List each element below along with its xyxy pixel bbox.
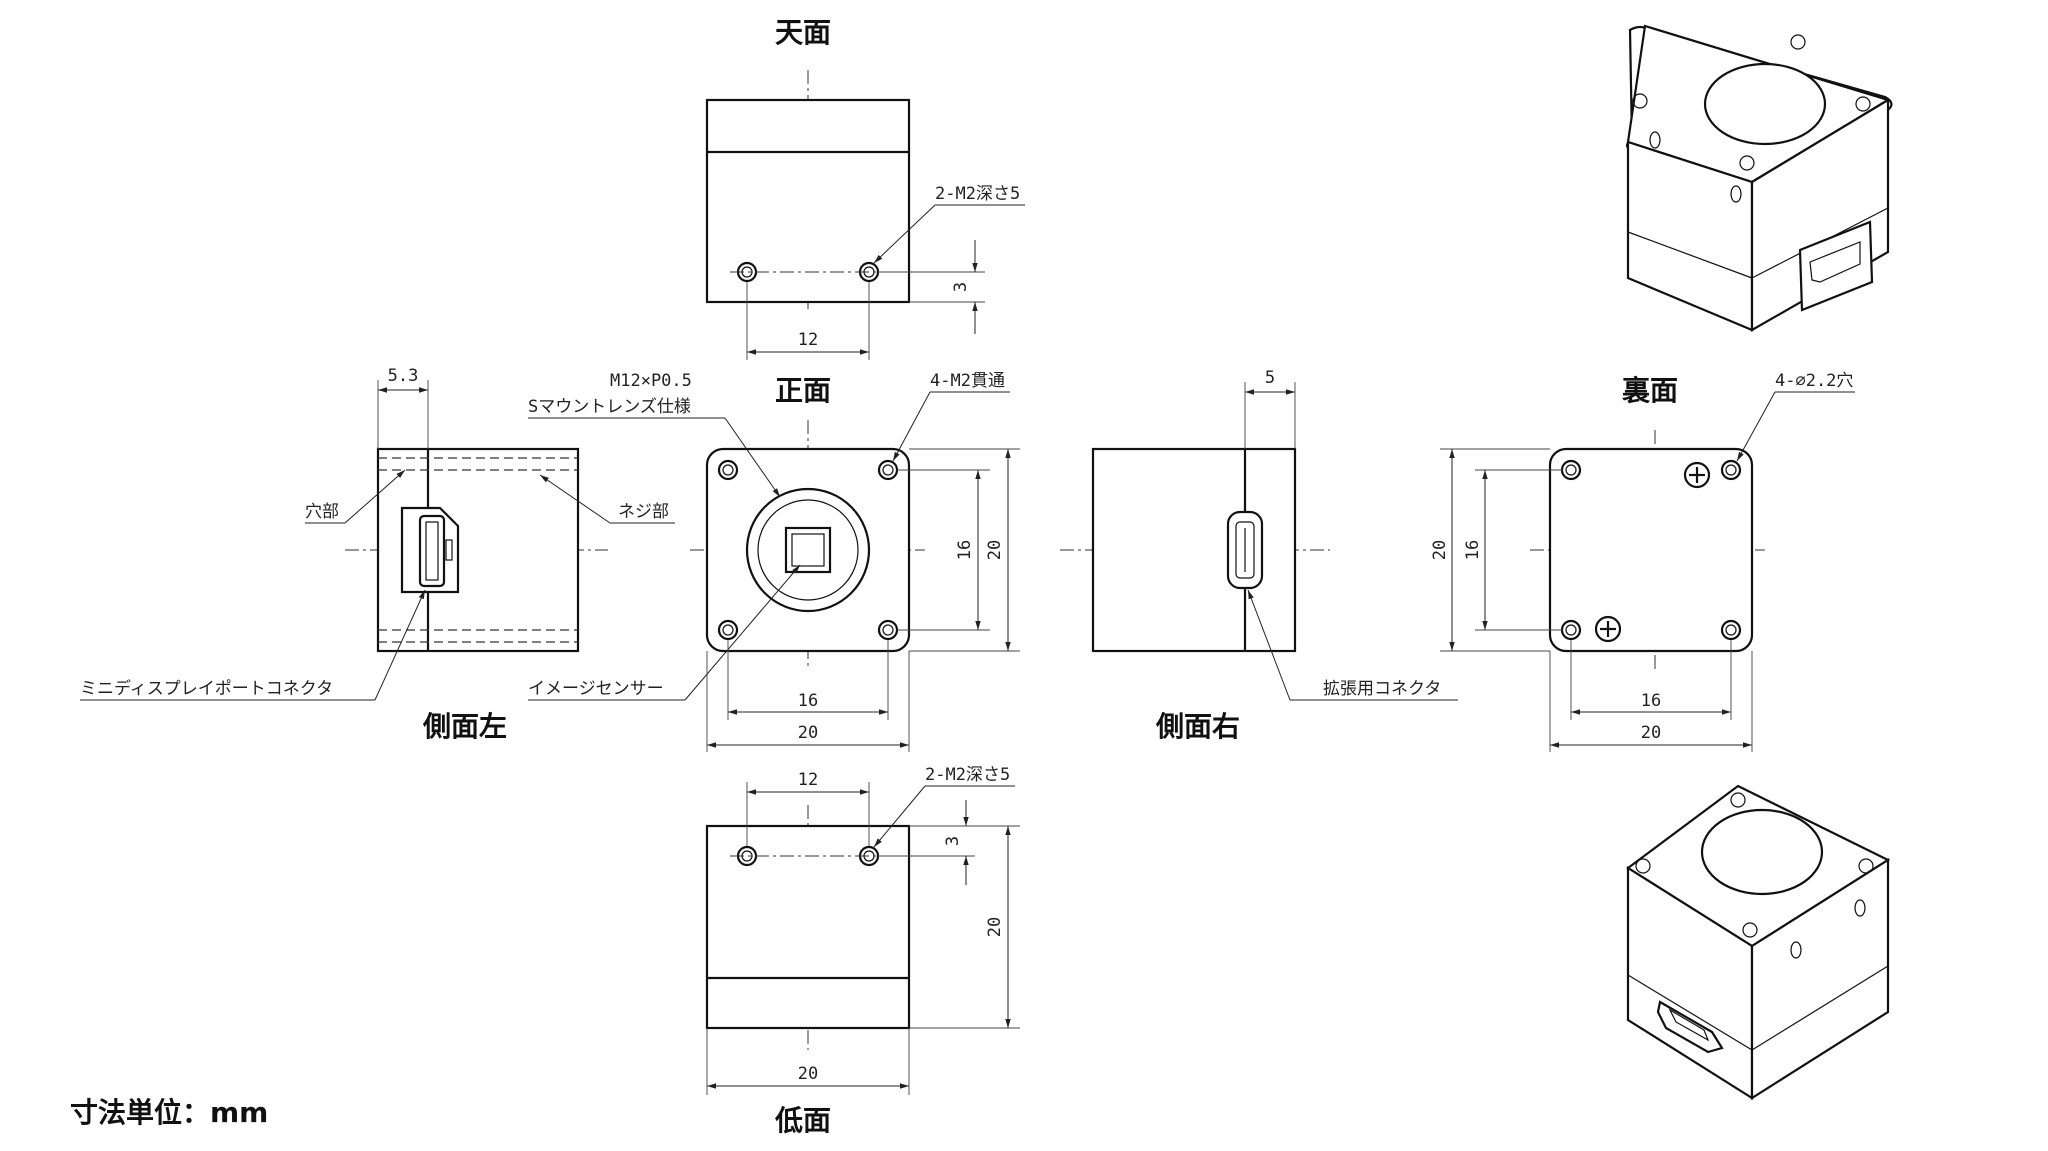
top-holes-label: 2-M2深さ5 bbox=[935, 184, 1020, 204]
back-dim-20-v: 20 bbox=[1430, 540, 1450, 560]
top-dim-12: 12 bbox=[798, 330, 818, 350]
bottom-dim-20-v: 20 bbox=[985, 917, 1005, 937]
thread-part-label: ネジ部 bbox=[618, 502, 669, 522]
right-view: 側面右 拡張用コネクタ 5 bbox=[1060, 368, 1458, 743]
back-dim-16-v: 16 bbox=[1463, 540, 1483, 560]
isometric-view-top bbox=[1625, 24, 1893, 332]
bottom-dim-3: 3 bbox=[943, 836, 963, 846]
back-dim-16-h: 16 bbox=[1641, 691, 1661, 711]
right-dim-5: 5 bbox=[1265, 368, 1275, 388]
left-dim-5-3: 5.3 bbox=[388, 366, 419, 386]
lens-mount-label-2: Sマウントレンズ仕様 bbox=[528, 397, 691, 417]
thru-holes-label: 4-M2貫通 bbox=[930, 371, 1005, 391]
back-view: 裏面 4-⌀2.2穴 16 20 bbox=[1430, 371, 1855, 752]
front-view-title: 正面 bbox=[775, 374, 831, 407]
left-view: 側面左 穴部 ネジ部 ミニディスプレイポートコネクタ 5.3 bbox=[80, 366, 675, 743]
front-dim-20-v: 20 bbox=[985, 540, 1005, 560]
right-view-title: 側面右 bbox=[1155, 710, 1240, 743]
isometric-view-bottom bbox=[1626, 784, 1891, 1100]
iso-lens-mount-1 bbox=[1703, 62, 1827, 146]
front-view: 正面 M12×P0.5 Sマウントレンズ仕様 4-M2貫通 イメージセンサー 1… bbox=[528, 371, 1020, 752]
top-dim-3: 3 bbox=[951, 282, 971, 292]
back-holes-label: 4-⌀2.2穴 bbox=[1775, 371, 1853, 391]
mini-dp-label: ミニディスプレイポートコネクタ bbox=[80, 678, 333, 699]
screw-bottom-left bbox=[1594, 615, 1622, 643]
image-sensor-label: イメージセンサー bbox=[528, 679, 664, 699]
bottom-holes-label: 2-M2深さ5 bbox=[925, 765, 1010, 785]
left-view-title: 側面左 bbox=[422, 710, 507, 743]
hole-part-label: 穴部 bbox=[305, 502, 339, 522]
front-dim-20-h: 20 bbox=[798, 723, 818, 743]
back-dim-20-h: 20 bbox=[1641, 723, 1661, 743]
lens-mount-label-1: M12×P0.5 bbox=[610, 371, 692, 391]
bottom-dim-12: 12 bbox=[798, 770, 818, 790]
units-note: 寸法単位：mm bbox=[70, 1096, 268, 1129]
bottom-dim-20-h: 20 bbox=[798, 1064, 818, 1084]
top-view: 天面 2-M2深さ5 3 12 bbox=[705, 16, 1025, 360]
front-dim-16-h: 16 bbox=[798, 691, 818, 711]
expansion-label: 拡張用コネクタ bbox=[1323, 679, 1441, 699]
screw-top-right bbox=[1683, 461, 1711, 489]
bottom-view-title: 低面 bbox=[774, 1104, 831, 1137]
back-view-title: 裏面 bbox=[1622, 374, 1678, 407]
bottom-view: 低面 2-M2深さ5 12 3 20 20 bbox=[705, 765, 1020, 1137]
front-dim-16-v: 16 bbox=[955, 540, 975, 560]
image-sensor bbox=[784, 526, 832, 574]
top-view-title: 天面 bbox=[775, 16, 831, 49]
iso-lens-mount-2 bbox=[1700, 808, 1824, 896]
